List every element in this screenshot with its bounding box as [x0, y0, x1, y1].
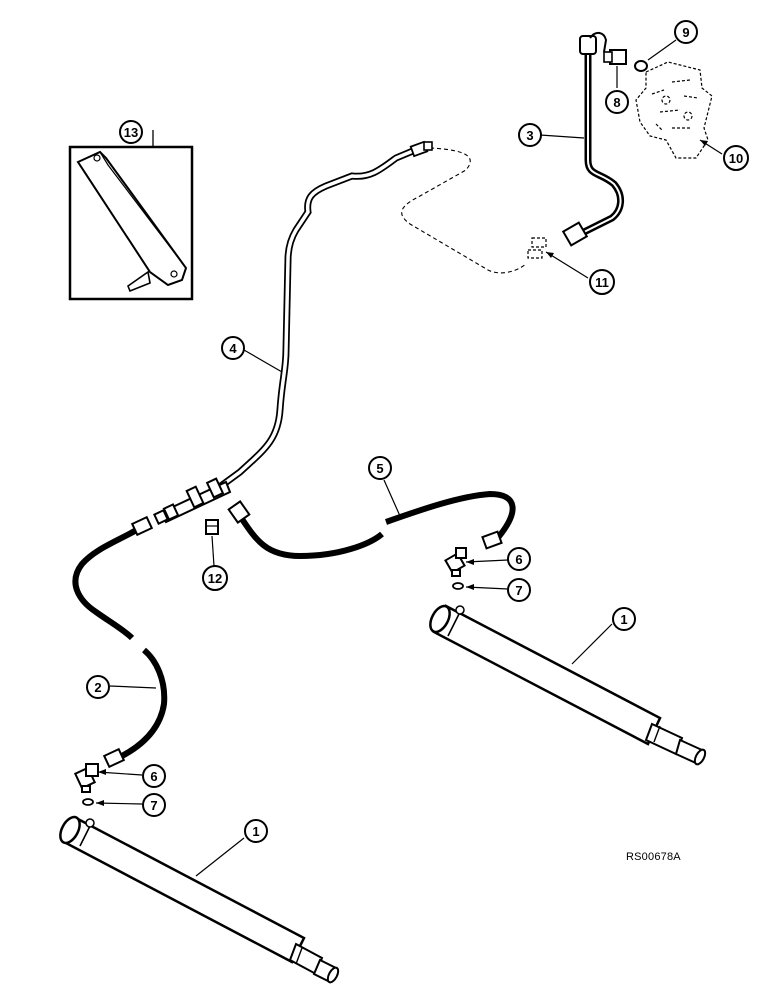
callout-8: 8: [605, 90, 629, 114]
svg-text:7: 7: [150, 798, 157, 813]
o-ring-9: [634, 60, 648, 72]
callout-6-lower: 6: [142, 764, 166, 788]
svg-text:12: 12: [208, 571, 222, 586]
leader-5: [383, 479, 401, 517]
svg-text:10: 10: [729, 151, 743, 166]
svg-text:4: 4: [229, 341, 237, 356]
callout-10: 10: [723, 145, 749, 171]
callout-1-upper: 1: [612, 607, 636, 631]
svg-text:13: 13: [124, 125, 138, 140]
leader-2: [109, 685, 157, 689]
callout-3: 3: [518, 123, 542, 147]
callout-13: 13: [119, 120, 143, 144]
fitting-11: [527, 237, 547, 259]
svg-text:8: 8: [613, 95, 620, 110]
callout-5: 5: [368, 456, 392, 480]
leader-11: [545, 251, 589, 279]
plug-12: [205, 519, 219, 535]
tee-fitting: [153, 477, 232, 525]
svg-text:5: 5: [376, 461, 383, 476]
bracket-inset-13: [68, 130, 194, 301]
hose-5: [227, 490, 516, 560]
svg-text:6: 6: [515, 552, 522, 567]
svg-text:9: 9: [682, 25, 689, 40]
svg-text:11: 11: [595, 275, 609, 290]
svg-text:7: 7: [515, 583, 522, 598]
hose-3: [561, 32, 624, 247]
leader-3: [539, 134, 585, 139]
reference-code: RS00678A: [626, 851, 681, 863]
leader-12: [211, 535, 215, 567]
tube-4: [207, 140, 433, 497]
callout-9: 9: [674, 20, 698, 44]
callout-11: 11: [589, 269, 615, 295]
valve-body-10: [635, 61, 713, 159]
callout-7-lower: 7: [142, 793, 166, 817]
callout-1-lower: 1: [244, 819, 268, 843]
callout-2: 2: [86, 675, 110, 699]
elbow-fitting-6-lower: [73, 763, 99, 793]
leader-1-lower: [195, 837, 245, 877]
callout-6-upper: 6: [507, 547, 531, 571]
callout-7-upper: 7: [507, 578, 531, 602]
cylinder-1-lower: [59, 815, 340, 984]
adapter-8: [603, 49, 627, 65]
svg-text:3: 3: [526, 128, 533, 143]
o-ring-7-lower: [82, 798, 94, 806]
hose-2: [72, 515, 168, 769]
svg-text:2: 2: [94, 680, 101, 695]
callout-4: 4: [221, 336, 245, 360]
svg-text:1: 1: [620, 612, 627, 627]
leader-4: [243, 349, 283, 373]
callout-12: 12: [202, 565, 228, 591]
routing-outline: [401, 147, 527, 274]
o-ring-7-upper: [452, 582, 464, 590]
cylinder-1-upper: [429, 604, 707, 766]
elbow-fitting-6-upper: [444, 547, 467, 577]
leader-9: [647, 39, 677, 61]
leader-1-upper: [571, 623, 613, 665]
svg-text:6: 6: [150, 769, 157, 784]
svg-text:1: 1: [252, 824, 259, 839]
